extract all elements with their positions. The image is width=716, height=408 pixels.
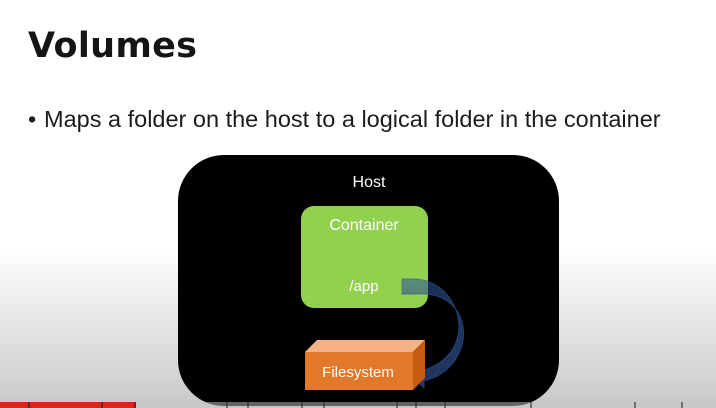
chapter-marker — [134, 402, 136, 408]
chapter-marker — [28, 402, 30, 408]
host-label: Host — [353, 174, 386, 191]
container-label: Container — [329, 217, 399, 234]
bullet-text: Maps a folder on the host to a logical f… — [44, 106, 661, 132]
bullet-item: • Maps a folder on the host to a logical … — [28, 104, 661, 134]
filesystem-box-side — [413, 340, 425, 390]
chapter-marker — [323, 402, 325, 408]
chapter-marker — [634, 402, 636, 408]
chapter-marker — [101, 402, 103, 408]
chapter-marker — [301, 402, 303, 408]
chapter-marker — [226, 402, 228, 408]
chapter-marker — [415, 402, 417, 408]
filesystem-label: Filesystem — [322, 364, 394, 381]
chapter-marker — [530, 402, 532, 408]
filesystem-box-top — [305, 340, 425, 352]
container-box — [301, 206, 428, 308]
video-progress-bar[interactable] — [0, 402, 716, 408]
mount-path-label: /app — [349, 278, 378, 295]
chapter-marker — [444, 402, 446, 408]
bullet-marker: • — [28, 106, 37, 132]
chapter-marker — [681, 402, 683, 408]
chapter-marker — [247, 402, 249, 408]
filesystem-box — [305, 352, 413, 390]
chapter-marker — [396, 402, 398, 408]
video-progress-fill — [0, 402, 137, 408]
slide-title: Volumes — [28, 26, 198, 66]
